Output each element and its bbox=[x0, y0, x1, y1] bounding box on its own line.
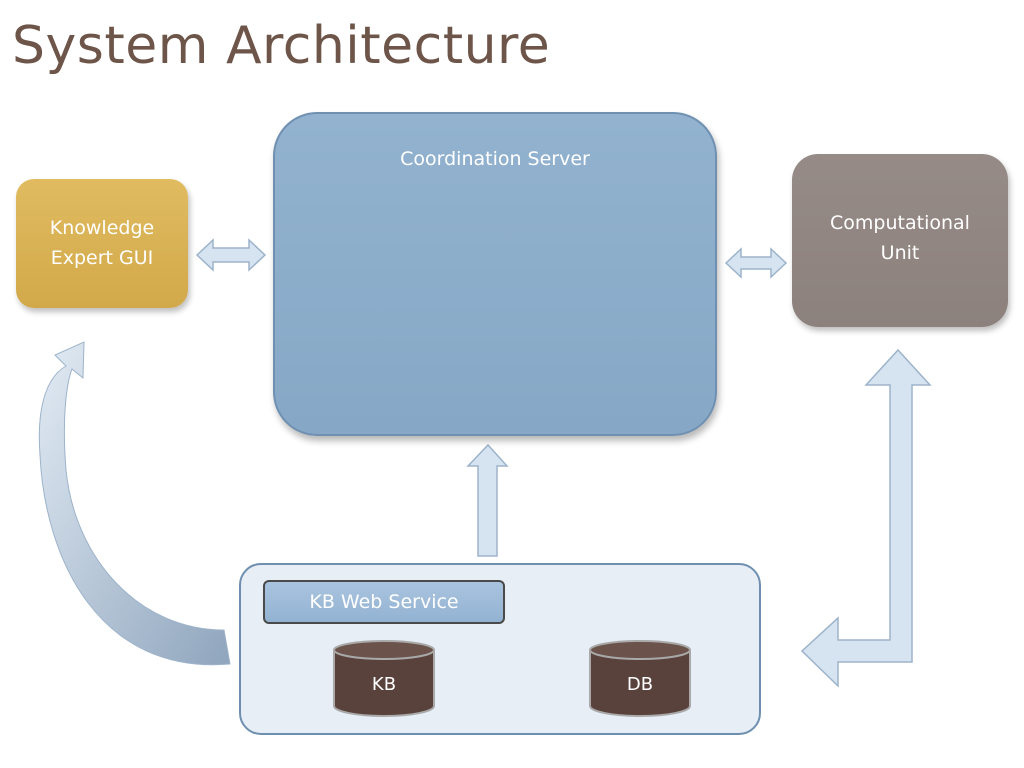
db-cylinder-icon bbox=[589, 640, 691, 717]
container-gui-curved-arrow bbox=[38, 341, 231, 666]
knowledge-expert-gui-line2: Expert GUI bbox=[50, 247, 154, 269]
db-cylinder-label: DB bbox=[626, 674, 654, 695]
kb-web-service-box: KB Web Service bbox=[263, 580, 505, 624]
computational-unit-line1: Computational bbox=[830, 212, 970, 234]
server-compute-double-arrow bbox=[724, 247, 788, 279]
computational-unit-label: Computational Unit bbox=[792, 208, 1008, 268]
kb-cylinder-label: KB bbox=[371, 674, 397, 695]
kb-cylinder: KB bbox=[332, 640, 436, 718]
kb-cylinder-icon bbox=[333, 640, 435, 717]
gui-server-double-arrow bbox=[195, 238, 267, 272]
coordination-server-box: Coordination Server bbox=[273, 112, 717, 436]
coordination-server-label: Coordination Server bbox=[400, 148, 590, 170]
slide-title: System Architecture bbox=[12, 16, 551, 76]
knowledge-expert-gui-label: Knowledge Expert GUI bbox=[16, 213, 188, 273]
computational-unit-line2: Unit bbox=[880, 242, 920, 264]
computational-unit-box: Computational Unit bbox=[792, 154, 1008, 327]
knowledge-expert-gui-line1: Knowledge bbox=[49, 217, 155, 239]
service-server-up-arrow bbox=[466, 443, 509, 557]
container-compute-bent-arrow bbox=[800, 348, 932, 688]
db-cylinder: DB bbox=[588, 640, 692, 718]
knowledge-expert-gui-box: Knowledge Expert GUI bbox=[16, 179, 188, 308]
